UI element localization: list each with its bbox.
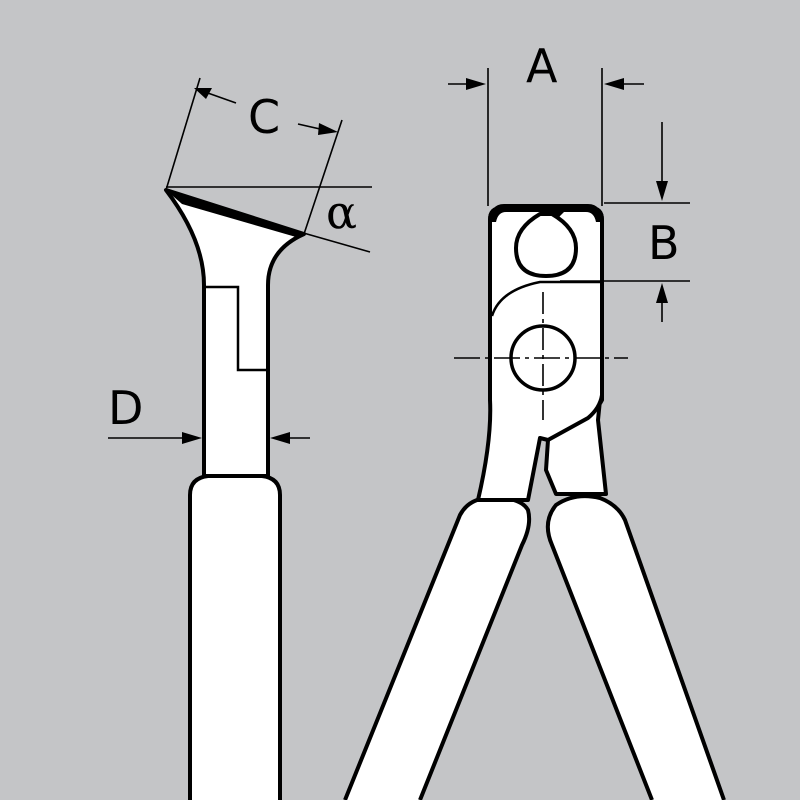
dimension-label-b: B — [648, 216, 680, 270]
dimension-label-d: D — [108, 381, 143, 435]
dimension-a: A — [448, 39, 644, 206]
dimension-b: B — [560, 122, 690, 322]
angle-alpha: α — [166, 185, 372, 253]
front-handle-right — [545, 494, 726, 800]
cutting-edge-bevel — [166, 190, 304, 237]
joint-curve — [490, 280, 602, 317]
dimension-d: D — [108, 381, 310, 444]
side-joint-line — [206, 285, 266, 372]
front-handle-left — [343, 495, 532, 800]
dimension-c: C — [165, 77, 343, 235]
dimension-label-a: A — [526, 39, 558, 93]
dimension-label-c: C — [248, 90, 280, 144]
front-view — [343, 204, 726, 800]
side-handle-grip — [188, 474, 282, 800]
jaw-top-cap — [490, 204, 602, 222]
side-view — [164, 188, 306, 800]
jaw-opening — [514, 212, 578, 278]
angle-label-alpha: α — [326, 185, 357, 239]
